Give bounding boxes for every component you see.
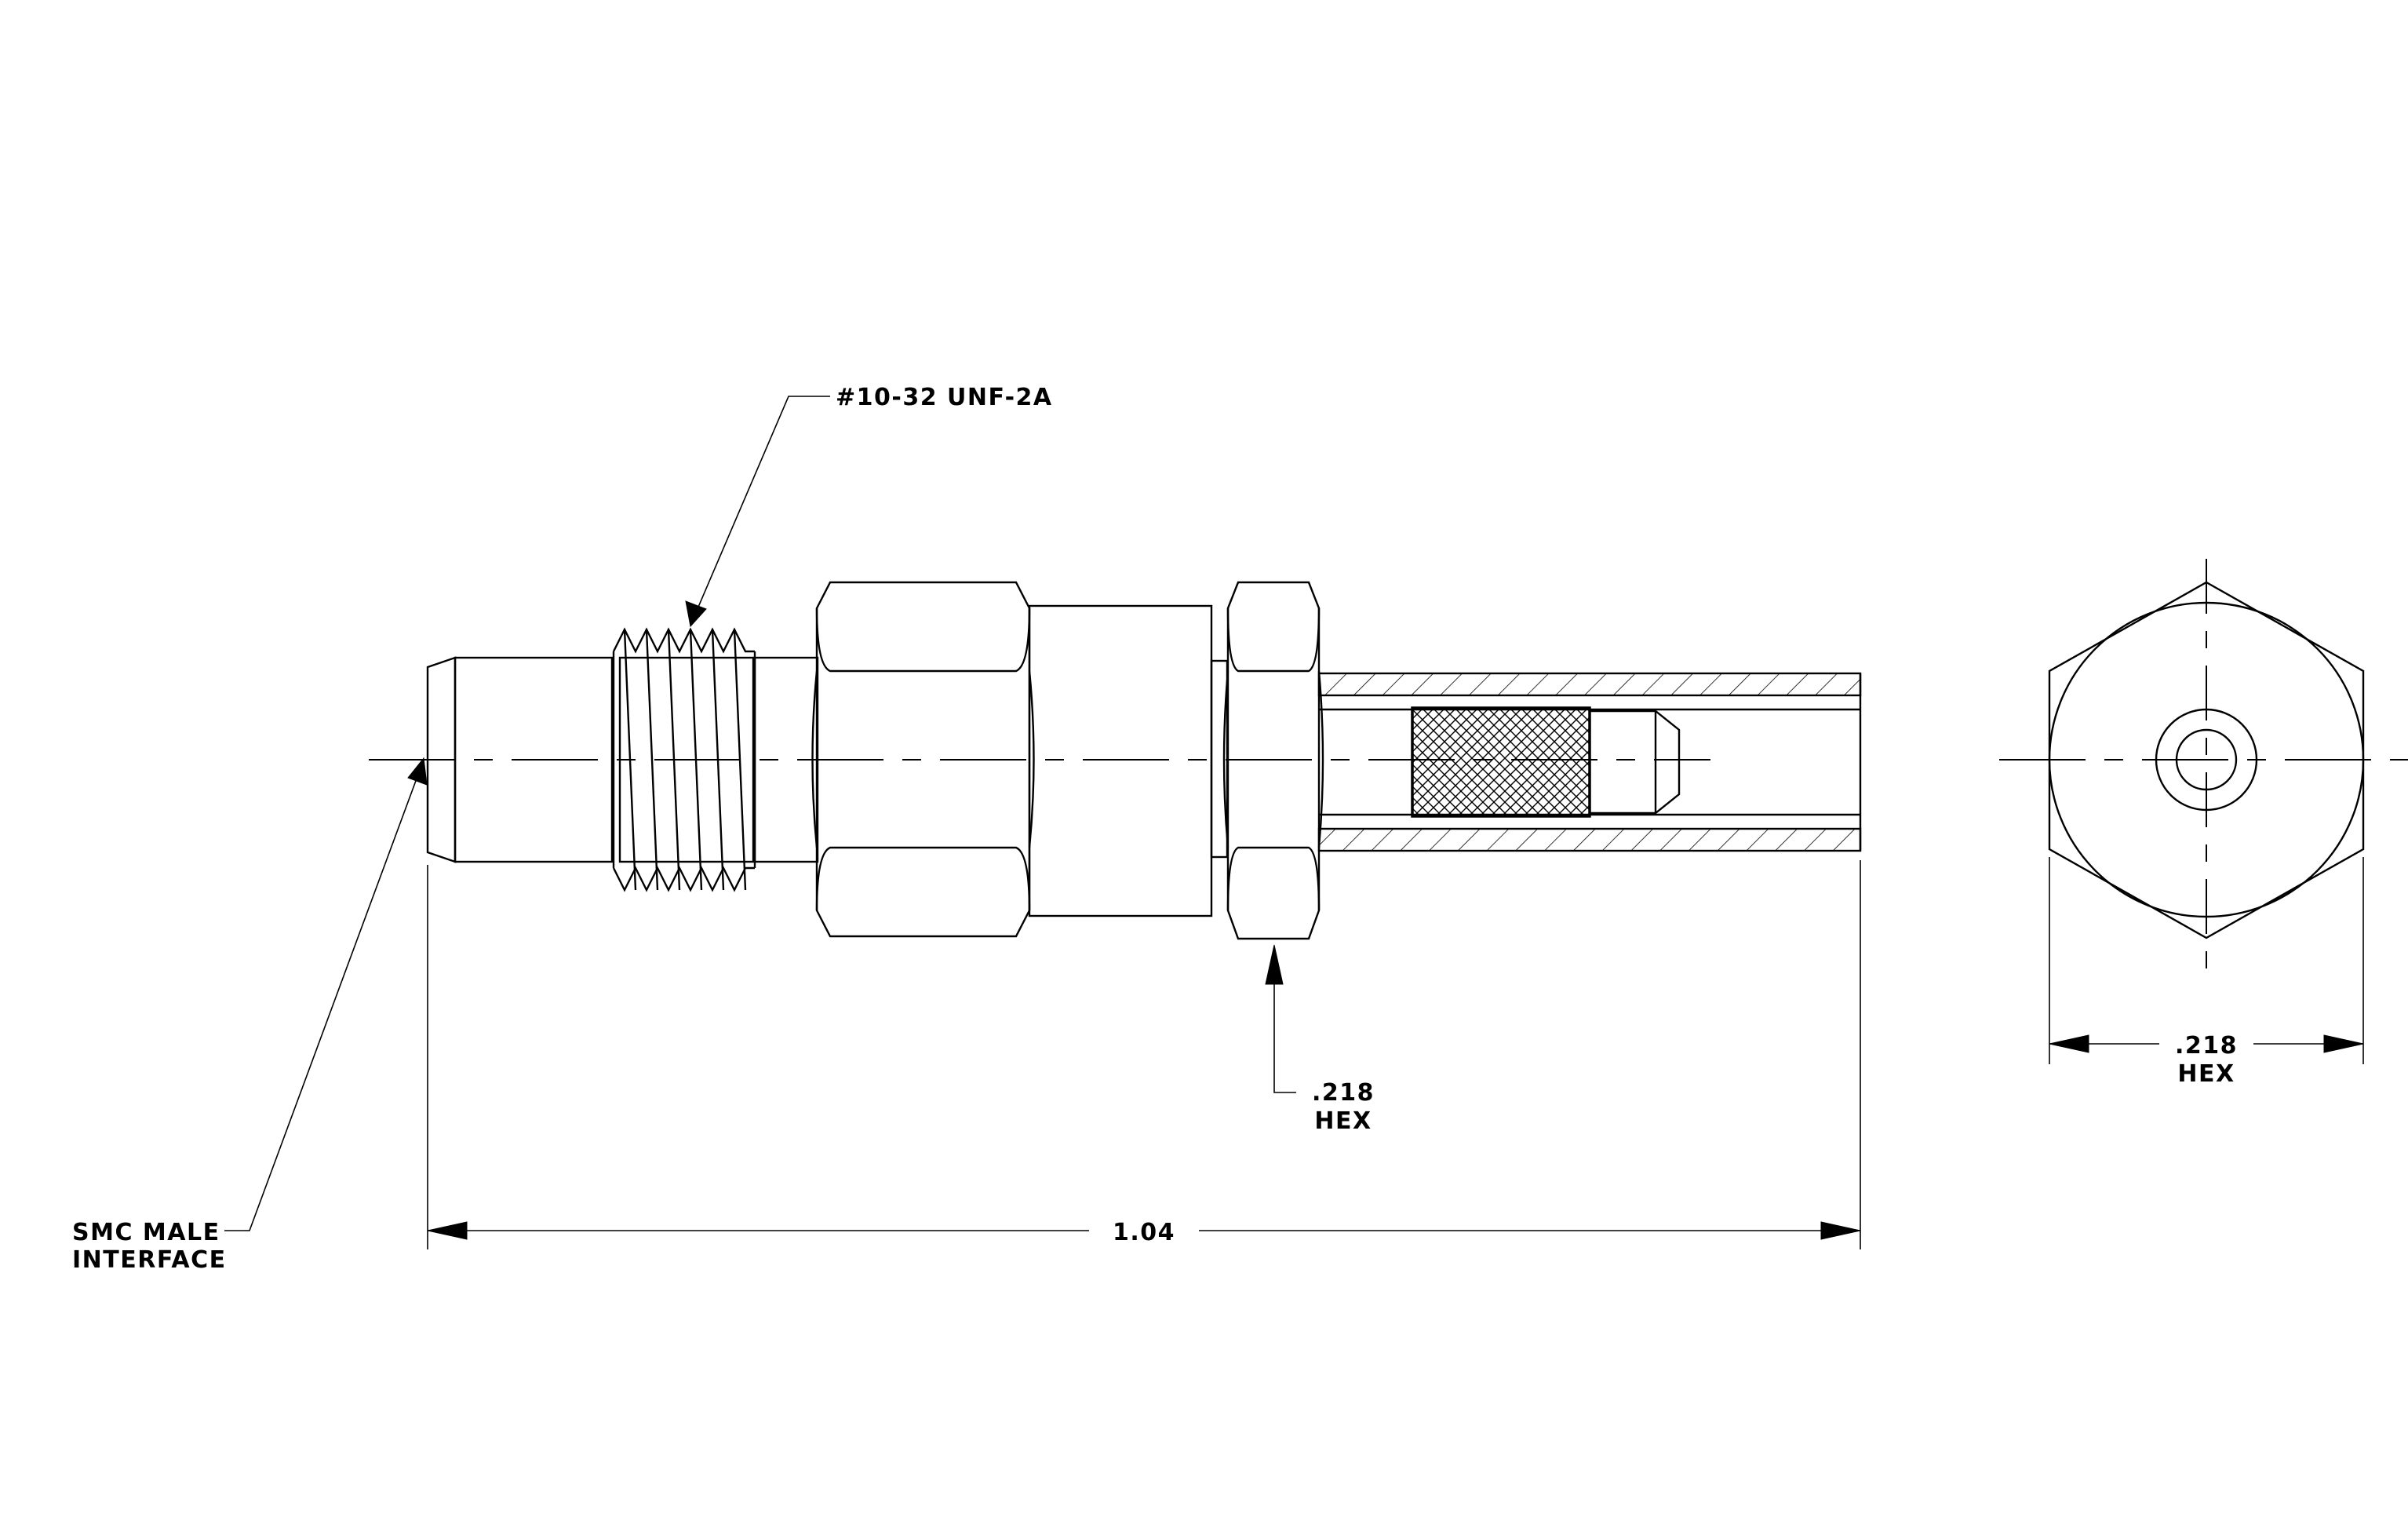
end-view-mid-circle xyxy=(2155,708,2258,812)
thread-callout: #10-32 UNF-2A xyxy=(685,384,1053,628)
center-pin xyxy=(1588,709,1681,815)
cable-jacket-section xyxy=(1317,672,1862,852)
thread-section xyxy=(612,627,819,892)
hex-side-unit: HEX xyxy=(1314,1107,1372,1135)
hex-side-callout: .218 HEX xyxy=(1265,944,1375,1135)
length-dimension-label: 1.04 xyxy=(1113,1219,1175,1246)
connector-body xyxy=(1028,604,1229,917)
hex-end-dimension: .218 HEX xyxy=(2049,857,2364,1088)
thread-spec-label: #10-32 UNF-2A xyxy=(836,384,1053,411)
braid-ferrule xyxy=(1411,706,1591,818)
end-view xyxy=(1999,559,2408,970)
end-view-hex xyxy=(2048,581,2365,939)
hex-end-unit: HEX xyxy=(2177,1060,2235,1088)
length-dimension: 1.04 xyxy=(427,860,1861,1249)
end-view-outer-circle xyxy=(2048,601,2365,918)
interface-label-line2: INTERFACE xyxy=(72,1246,227,1274)
end-view-inner-circle xyxy=(2175,728,2238,791)
interface-label-line1: SMC MALE xyxy=(72,1219,220,1246)
smc-interface-nose xyxy=(426,656,614,863)
interface-callout: SMC MALE INTERFACE xyxy=(72,757,428,1274)
hex-side-value: .218 xyxy=(1312,1079,1375,1107)
large-hex-nut xyxy=(811,581,1035,938)
hex-end-value: .218 xyxy=(2175,1032,2238,1060)
